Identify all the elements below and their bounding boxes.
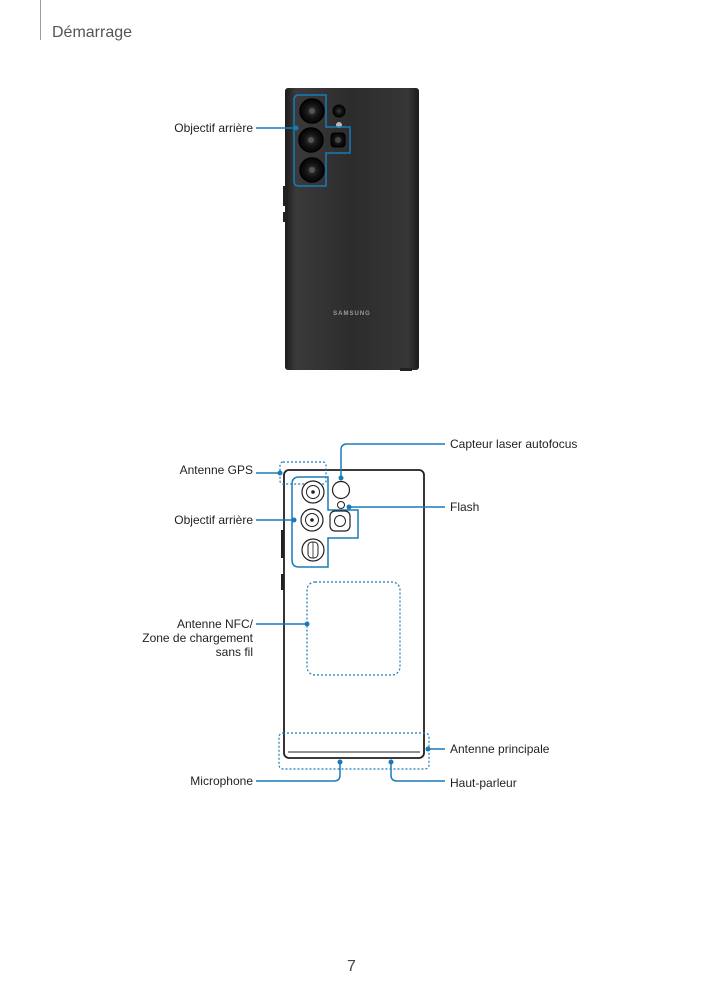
label-flash: Flash [450, 500, 480, 514]
label-gps-antenna: Antenne GPS [179, 463, 253, 477]
lens-center [309, 108, 315, 114]
label-laser-af: Capteur laser autofocus [450, 437, 578, 451]
side-button [283, 212, 286, 222]
nfc-charging-area [306, 581, 401, 676]
callout-dot [338, 475, 344, 481]
phone-rear-black [256, 88, 419, 371]
label-rear-camera-1: Objectif arrière [174, 121, 253, 135]
label-microphone: Microphone [190, 774, 253, 788]
callout-dot [337, 759, 343, 765]
label-main-antenna: Antenne principale [450, 742, 550, 756]
lens-ring [306, 485, 320, 499]
lens-center [308, 137, 314, 143]
lens-center [311, 490, 315, 494]
label-nfc-line3: sans fil [215, 645, 253, 659]
lens-ring [334, 515, 346, 527]
callout-dot [293, 125, 299, 131]
callout-line [390, 762, 445, 782]
flash [337, 501, 345, 509]
rear-camera-callout-frame [293, 94, 351, 187]
side-button [281, 530, 284, 558]
callout-dot [425, 746, 431, 752]
label-speaker: Haut-parleur [450, 776, 517, 790]
lens-center [335, 137, 341, 143]
page-number: 7 [347, 958, 356, 975]
label-nfc-line2: Zone de chargement [142, 631, 253, 645]
rear-camera-callout-frame [291, 476, 359, 568]
callout-dot [388, 759, 394, 765]
header-rule [40, 0, 41, 40]
callout-dot [346, 504, 352, 510]
callout-line [256, 762, 341, 782]
main-antenna-area [278, 732, 430, 770]
bottom-detail [400, 368, 412, 371]
callout-dot [291, 517, 297, 523]
lens-center [310, 518, 314, 522]
laser-af-sensor [332, 104, 346, 118]
laser-af-sensor [331, 480, 351, 500]
lens-center [309, 167, 315, 173]
side-button [283, 186, 286, 206]
callout-dot [277, 470, 283, 476]
side-button [281, 574, 284, 590]
phone-rear-outline [256, 443, 445, 782]
callout-line [340, 443, 445, 478]
label-rear-camera-2: Objectif arrière [174, 513, 253, 527]
label-nfc-line1: Antenne NFC/ [176, 617, 253, 631]
rear-lens-periscope [329, 510, 351, 532]
section-title: Démarrage [52, 24, 133, 41]
phone-body [285, 88, 419, 370]
lens-ring [305, 513, 319, 527]
brand-logo: SAMSUNG [333, 311, 371, 317]
callout-dot [304, 621, 310, 627]
